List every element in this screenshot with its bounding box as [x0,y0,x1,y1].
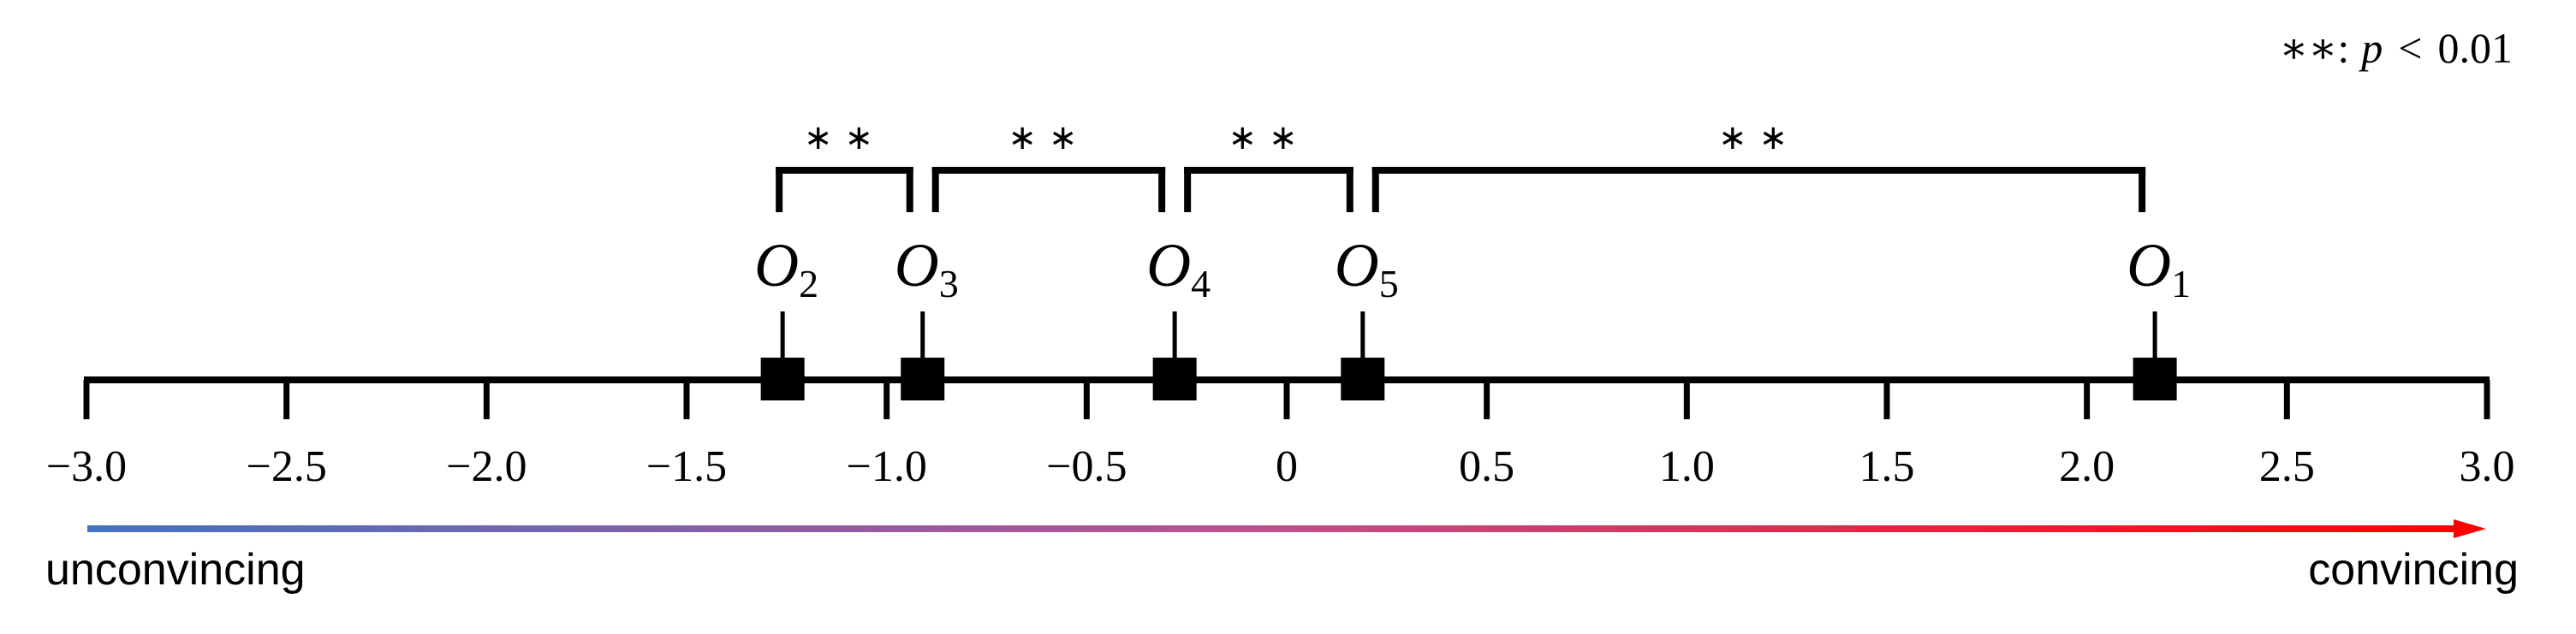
axis-tick [883,380,890,419]
marker-stem [920,311,925,359]
axis-tick [2283,380,2290,419]
bracket-left-leg [1184,167,1192,212]
marker-stem [2152,311,2157,359]
axis-tick-label: −1.0 [847,442,927,491]
gradient-arrow-shaft [87,525,2457,532]
object-label-base: O [754,231,799,299]
axis-tick-label: −2.0 [446,442,527,491]
axis-tick-label: −2.5 [247,442,327,491]
convincing-label: convincing [2308,545,2519,595]
bracket-o5-o1: ∗∗ [1371,118,2146,212]
significance-stars: ∗∗ [1718,118,1800,157]
object-label-o3: O3 [895,231,959,305]
marker-o5 [1341,358,1385,400]
legend-lt: < [2398,24,2422,72]
bracket-left-leg [1371,167,1379,212]
bracket-bar [1371,167,2146,174]
object-label-o5: O5 [1335,231,1399,305]
axis-tick-label: −3.0 [46,442,127,491]
significance-stars: ∗∗ [804,118,885,157]
x-axis: −3.0 −2.5 −2.0 −1.5 −1.0 −0.5 0 0.5 1.0 1.5 2.0 2.5… [46,376,2515,491]
bracket-o2-o3: ∗∗ [776,118,913,212]
axis-tick [283,380,290,419]
convincingness-arrow [87,519,2486,538]
marker-o1 [2133,358,2177,400]
object-label-subscript: 3 [939,262,959,305]
marker-o2 [760,358,805,400]
axis-tick-label: −1.5 [646,442,727,491]
axis-tick-label: 0 [1276,442,1298,491]
marker-stem [780,311,785,359]
axis-tick [1083,380,1090,419]
axis-tick [1883,380,1890,419]
legend-stars: ∗∗: [2279,24,2349,72]
bracket-bar [1184,167,1353,174]
axis-tick-label: 3.0 [2460,442,2515,491]
object-label-subscript: 1 [2171,262,2191,305]
axis-tick-label: 1.0 [1659,442,1715,491]
object-label-base: O [1335,231,1379,299]
axis-tick [1484,380,1490,419]
bracket-o4-o5: ∗∗ [1184,118,1353,212]
object-label-base: O [895,231,939,299]
object-label-base: O [2127,231,2171,299]
axis-tick-label: 2.0 [2059,442,2115,491]
bracket-right-leg [2139,167,2146,212]
data-markers [760,358,2177,400]
significance-stars: ∗∗ [1228,118,1309,157]
unconvincing-label: unconvincing [45,545,306,595]
bracket-right-leg [1158,167,1166,212]
object-label-subscript: 2 [799,262,818,305]
marker-stem [1172,311,1177,359]
legend-text: ∗∗:p <0.01 [2279,24,2513,72]
significance-stars: ∗∗ [1008,118,1089,157]
axis-tick-label: 1.5 [1859,442,1915,491]
significance-legend: ∗∗:p <0.01 [2279,24,2513,72]
axis-tick [2084,380,2091,419]
bracket-bar [776,167,913,174]
marker-stem [1360,311,1365,359]
axis-tick [483,380,490,419]
object-label-base: O [1146,231,1191,299]
axis-tick [1683,380,1690,419]
significance-brackets: ∗∗ ∗∗ ∗∗ ∗∗ [776,118,2146,212]
object-label-subscript: 5 [1379,262,1399,305]
bracket-left-leg [931,167,939,212]
bracket-right-leg [1346,167,1353,212]
axis-tick [2484,380,2490,419]
marker-o3 [901,358,945,400]
axis-tick-label: 0.5 [1459,442,1514,491]
object-label-subscript: 4 [1191,262,1211,305]
bracket-o3-o4: ∗∗ [931,118,1166,212]
axis-tick-label: 2.5 [2259,442,2315,491]
bracket-bar [931,167,1166,174]
marker-o4 [1152,358,1197,400]
object-label-o1: O1 [2127,231,2191,305]
axis-tick [683,380,690,419]
bracket-right-leg [906,167,913,212]
arrow-head-icon [2454,519,2486,538]
axis-tick [83,380,90,419]
axis-tick-label: −0.5 [1046,442,1127,491]
legend-threshold: 0.01 [2438,24,2514,72]
legend-p-symbol: p [2359,24,2383,72]
bracket-left-leg [776,167,783,212]
object-label-o2: O2 [754,231,818,305]
axis-tick [1283,380,1290,419]
object-label-o4: O4 [1146,231,1211,305]
